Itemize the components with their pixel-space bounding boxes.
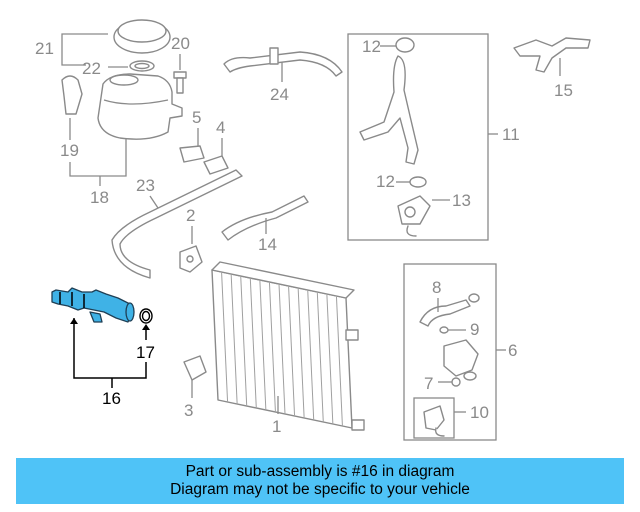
radiator-fin — [230, 273, 238, 405]
callout-3: 3 — [184, 401, 193, 420]
arrow-16-head — [70, 318, 78, 324]
callout-18: 18 — [90, 188, 109, 207]
part-19-hose — [61, 75, 83, 115]
parts-diagram: 21 22 20 19 18 24 5 4 23 — [35, 19, 591, 441]
part-21-cap — [113, 19, 171, 72]
part-6-housing — [443, 339, 479, 381]
part-10-thermostat — [423, 405, 445, 437]
radiator-fin — [240, 275, 248, 407]
part-14-hose — [221, 195, 309, 241]
part-24-hose — [223, 47, 343, 77]
banner-line-2: Diagram may not be specific to your vehi… — [170, 481, 470, 498]
bracket-21 — [61, 33, 108, 66]
part-3-bracket — [183, 355, 207, 381]
part-11-hose — [359, 37, 419, 165]
part-23-hose — [111, 169, 243, 279]
group-box-10 — [413, 397, 455, 439]
banner-line-1: Part or sub-assembly is #16 in diagram — [185, 463, 455, 480]
callout-7: 7 — [424, 374, 433, 393]
callout-12-bottom: 12 — [376, 172, 395, 191]
part-16-coolant-pipe — [51, 287, 135, 323]
part-expansion-tank — [97, 73, 183, 140]
part-9-clip — [439, 326, 449, 334]
group-box-6 — [403, 263, 497, 441]
radiator-fin — [297, 287, 305, 419]
radiator-fin — [221, 271, 229, 403]
callout-12-top: 12 — [362, 37, 381, 56]
callout-10: 10 — [470, 403, 489, 422]
callout-19: 19 — [60, 141, 79, 160]
part-13-flange — [397, 195, 431, 237]
callout-1: 1 — [272, 417, 281, 436]
callout-2: 2 — [186, 206, 195, 225]
callout-8: 8 — [432, 278, 441, 297]
radiator-fin — [335, 295, 343, 427]
info-banner: Part or sub-assembly is #16 in diagram D… — [16, 458, 624, 504]
callout-14: 14 — [258, 235, 277, 254]
radiator-fins — [221, 271, 343, 427]
callout-22: 22 — [82, 59, 101, 78]
callout-13: 13 — [452, 191, 471, 210]
callout-16: 16 — [102, 389, 121, 408]
radiator-fin — [259, 279, 267, 411]
callout-23: 23 — [136, 176, 155, 195]
radiator-fin — [307, 289, 315, 421]
radiator-fin — [268, 281, 276, 413]
callout-4: 4 — [216, 118, 225, 137]
part-4-connector — [203, 155, 229, 175]
part-20-bolt — [173, 71, 187, 94]
radiator-fin — [326, 293, 334, 425]
radiator-fin — [316, 291, 324, 423]
callout-17: 17 — [136, 343, 155, 362]
leader-16-17 — [73, 318, 147, 379]
callout-21: 21 — [35, 39, 54, 58]
leader-23 — [149, 195, 159, 209]
radiator-fin — [278, 283, 286, 415]
callout-24: 24 — [270, 85, 289, 104]
part-17-oring — [139, 308, 153, 324]
part-15-hose — [513, 37, 591, 73]
part-2-bracket — [179, 245, 203, 273]
arrow-17-head — [142, 324, 150, 330]
callout-15: 15 — [554, 81, 573, 100]
radiator-fin — [288, 285, 296, 417]
part-8-hose — [419, 293, 480, 327]
part-1-radiator — [211, 261, 365, 431]
callout-9: 9 — [470, 320, 479, 339]
bracket-18 — [69, 142, 127, 177]
group-box-11 — [347, 33, 489, 241]
callout-11: 11 — [502, 125, 520, 144]
part-12-clamp — [409, 176, 427, 188]
callout-6: 6 — [508, 341, 517, 360]
callout-5: 5 — [192, 108, 201, 127]
radiator-fin — [249, 277, 257, 409]
part-7-oring — [451, 377, 461, 387]
part-5-sensor — [179, 145, 205, 163]
callout-20: 20 — [171, 34, 190, 53]
